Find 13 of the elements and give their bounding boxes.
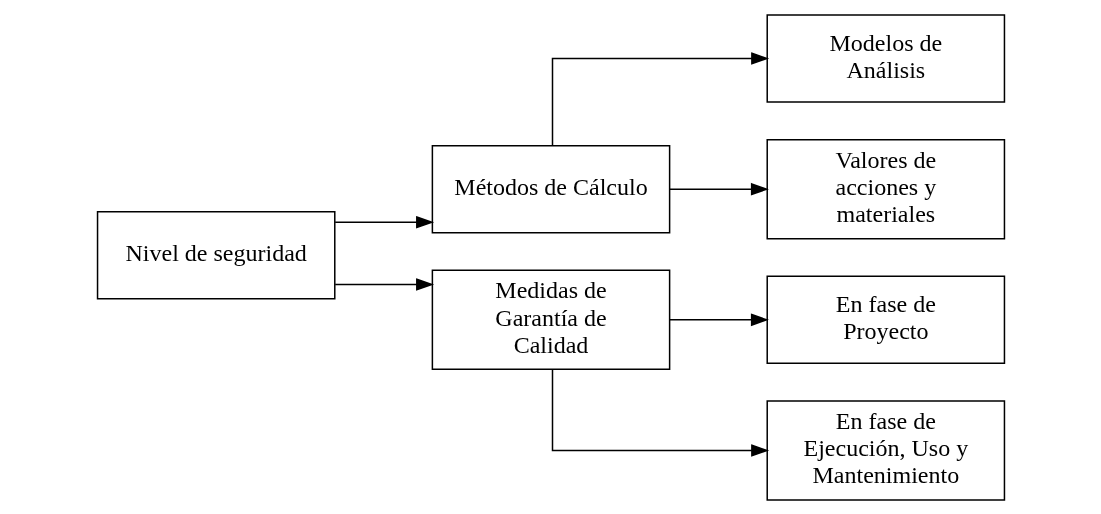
node-box: Métodos de Cálculo — [431, 144, 670, 233]
node-box: Valores de acciones y materiales — [765, 138, 1005, 239]
node-box: Nivel de seguridad — [96, 210, 336, 300]
node-box: En fase de Proyecto — [765, 275, 1005, 364]
arrow — [668, 182, 769, 195]
arrow — [551, 51, 769, 146]
arrow — [551, 368, 769, 457]
node-box: En fase de Ejecución, Uso y Mantenimiento — [765, 399, 1005, 501]
node-box: Modelos de Análisis — [765, 13, 1005, 103]
node-box: Medidas de Garantía de Calidad — [431, 269, 670, 370]
arrow — [333, 215, 434, 229]
arrow — [668, 313, 769, 326]
arrow — [333, 277, 434, 291]
